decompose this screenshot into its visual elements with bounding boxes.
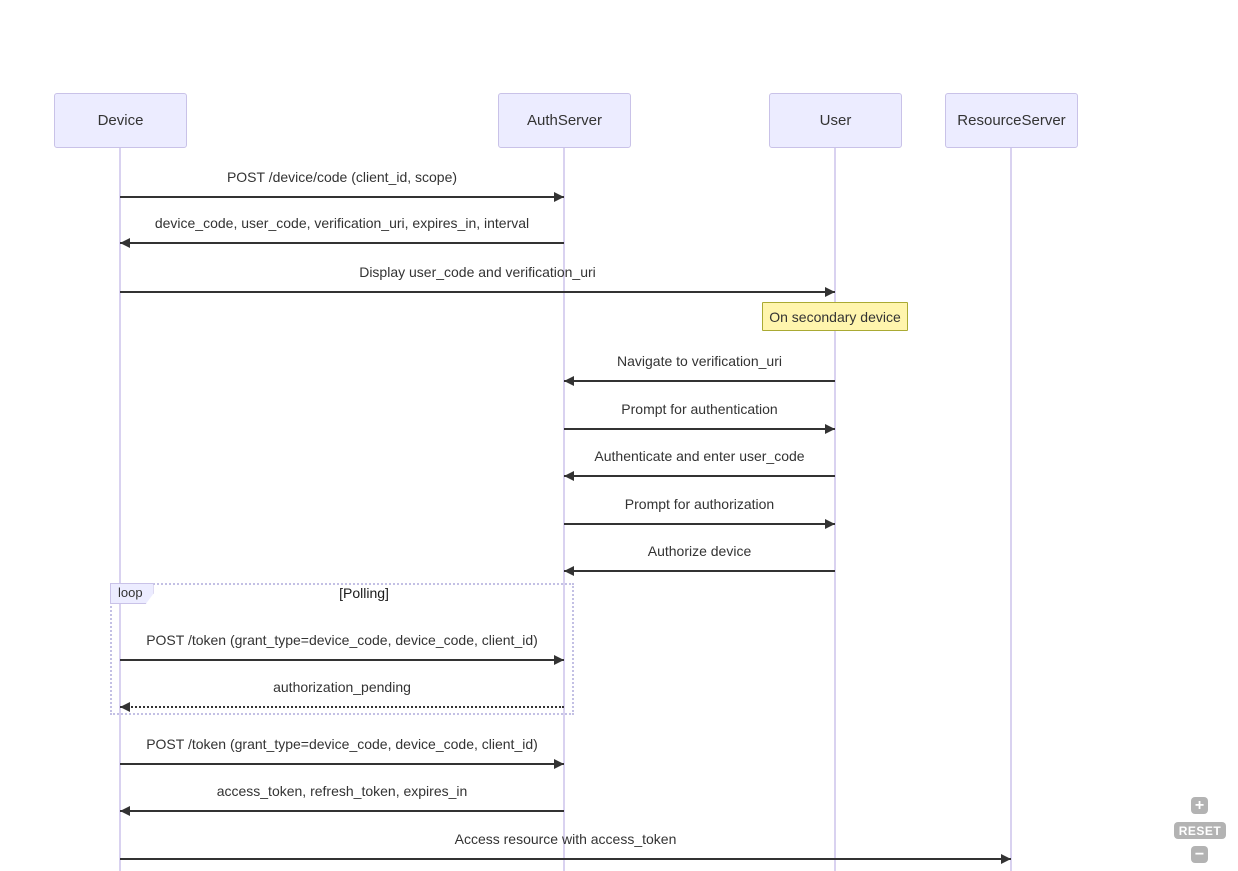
message-label: POST /token (grant_type=device_code, dev… [146, 736, 538, 752]
message-label: access_token, refresh_token, expires_in [216, 783, 468, 799]
arrow-head-icon [120, 702, 130, 712]
message-label: POST /token (grant_type=device_code, dev… [146, 632, 538, 648]
arrow-head-icon [1001, 854, 1011, 864]
message-label: Navigate to verification_uri [617, 353, 782, 369]
arrow-head-icon [554, 759, 564, 769]
zoom-reset-button[interactable]: RESET [1174, 822, 1226, 839]
note-on-secondary-device: On secondary device [762, 302, 908, 331]
message-arrow-line [564, 523, 835, 525]
message-arrow-line [564, 428, 835, 430]
arrow-head-icon [825, 519, 835, 529]
lifeline-authserver [563, 148, 565, 871]
message-arrow-line [120, 291, 835, 293]
message-label: Prompt for authorization [624, 496, 775, 512]
lifeline-user [834, 148, 836, 871]
arrow-head-icon [825, 287, 835, 297]
message-arrow-line [564, 570, 835, 572]
message-label: Access resource with access_token [454, 831, 677, 847]
loop-label: loop [110, 583, 154, 604]
message-arrow-line [120, 659, 564, 661]
participant-resourceserver: ResourceServer [945, 93, 1078, 148]
zoom-out-button[interactable]: − [1191, 846, 1208, 863]
arrow-head-icon [120, 806, 130, 816]
loop-frame: loop [Polling] [110, 583, 574, 715]
lifeline-device [119, 148, 121, 871]
arrow-head-icon [564, 566, 574, 576]
message-label: Authorize device [647, 543, 752, 559]
arrow-head-icon [120, 238, 130, 248]
message-label: Prompt for authentication [621, 401, 778, 417]
message-arrow-line [120, 242, 564, 244]
zoom-in-button[interactable]: + [1191, 797, 1208, 814]
participant-authserver: AuthServer [498, 93, 631, 148]
message-arrow-line [120, 858, 1011, 860]
arrow-head-icon [564, 376, 574, 386]
message-arrow-line [564, 380, 835, 382]
message-label: Display user_code and verification_uri [359, 264, 596, 280]
message-label: authorization_pending [273, 679, 411, 695]
message-arrow-line [120, 810, 564, 812]
arrow-head-icon [825, 424, 835, 434]
lifeline-resourceserver [1010, 148, 1012, 871]
participant-user: User [769, 93, 902, 148]
message-arrow-line [120, 196, 564, 198]
message-label: device_code, user_code, verification_uri… [154, 215, 530, 231]
message-arrow-line [564, 475, 835, 477]
arrow-head-icon [554, 655, 564, 665]
arrow-head-icon [564, 471, 574, 481]
message-label: Authenticate and enter user_code [594, 448, 805, 464]
participant-device: Device [54, 93, 187, 148]
loop-condition: [Polling] [339, 585, 389, 601]
arrow-head-icon [554, 192, 564, 202]
message-label: POST /device/code (client_id, scope) [226, 169, 458, 185]
message-arrow-line [120, 706, 564, 708]
message-arrow-line [120, 763, 564, 765]
